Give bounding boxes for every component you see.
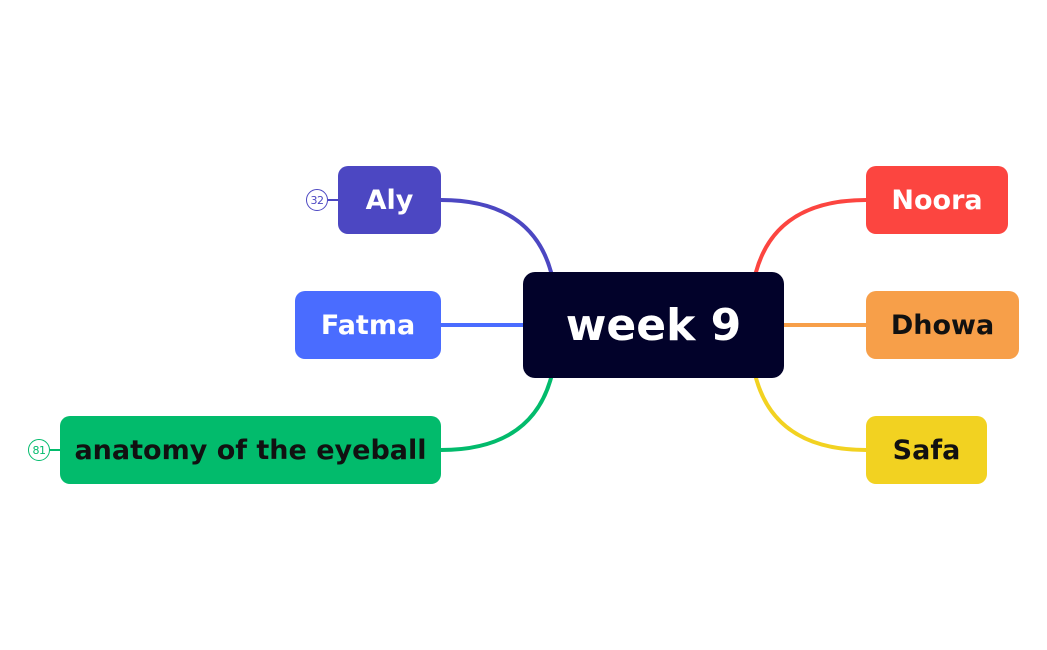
topic-dhowa-label: Dhowa (890, 309, 995, 341)
topic-noora-label: Noora (891, 184, 983, 216)
topic-fatma-label: Fatma (320, 309, 416, 341)
connector-noora (754, 198, 868, 274)
topic-safa-label: Safa (892, 434, 961, 466)
topic-aly-label: Aly (365, 184, 414, 216)
connector-anatomy (439, 376, 553, 452)
topic-fatma[interactable]: Fatma (295, 291, 441, 359)
topic-dhowa[interactable]: Dhowa (866, 291, 1019, 359)
central-topic[interactable]: week 9 (523, 272, 784, 378)
topic-anatomy-label: anatomy of the eyeball (74, 434, 427, 466)
connector-safa (754, 376, 868, 452)
collapsed-count-aly: 32 (310, 193, 325, 207)
topic-anatomy-of-the-eyeball[interactable]: anatomy of the eyeball (60, 416, 441, 484)
central-topic-label: week 9 (565, 299, 742, 351)
topic-aly[interactable]: Aly (338, 166, 441, 234)
connector-aly (439, 198, 553, 274)
topic-safa[interactable]: Safa (866, 416, 987, 484)
collapsed-count-badge-aly[interactable]: 32 (306, 189, 328, 211)
collapsed-count-badge-anatomy[interactable]: 81 (28, 439, 50, 461)
collapsed-count-anatomy: 81 (32, 443, 47, 457)
topic-noora[interactable]: Noora (866, 166, 1008, 234)
